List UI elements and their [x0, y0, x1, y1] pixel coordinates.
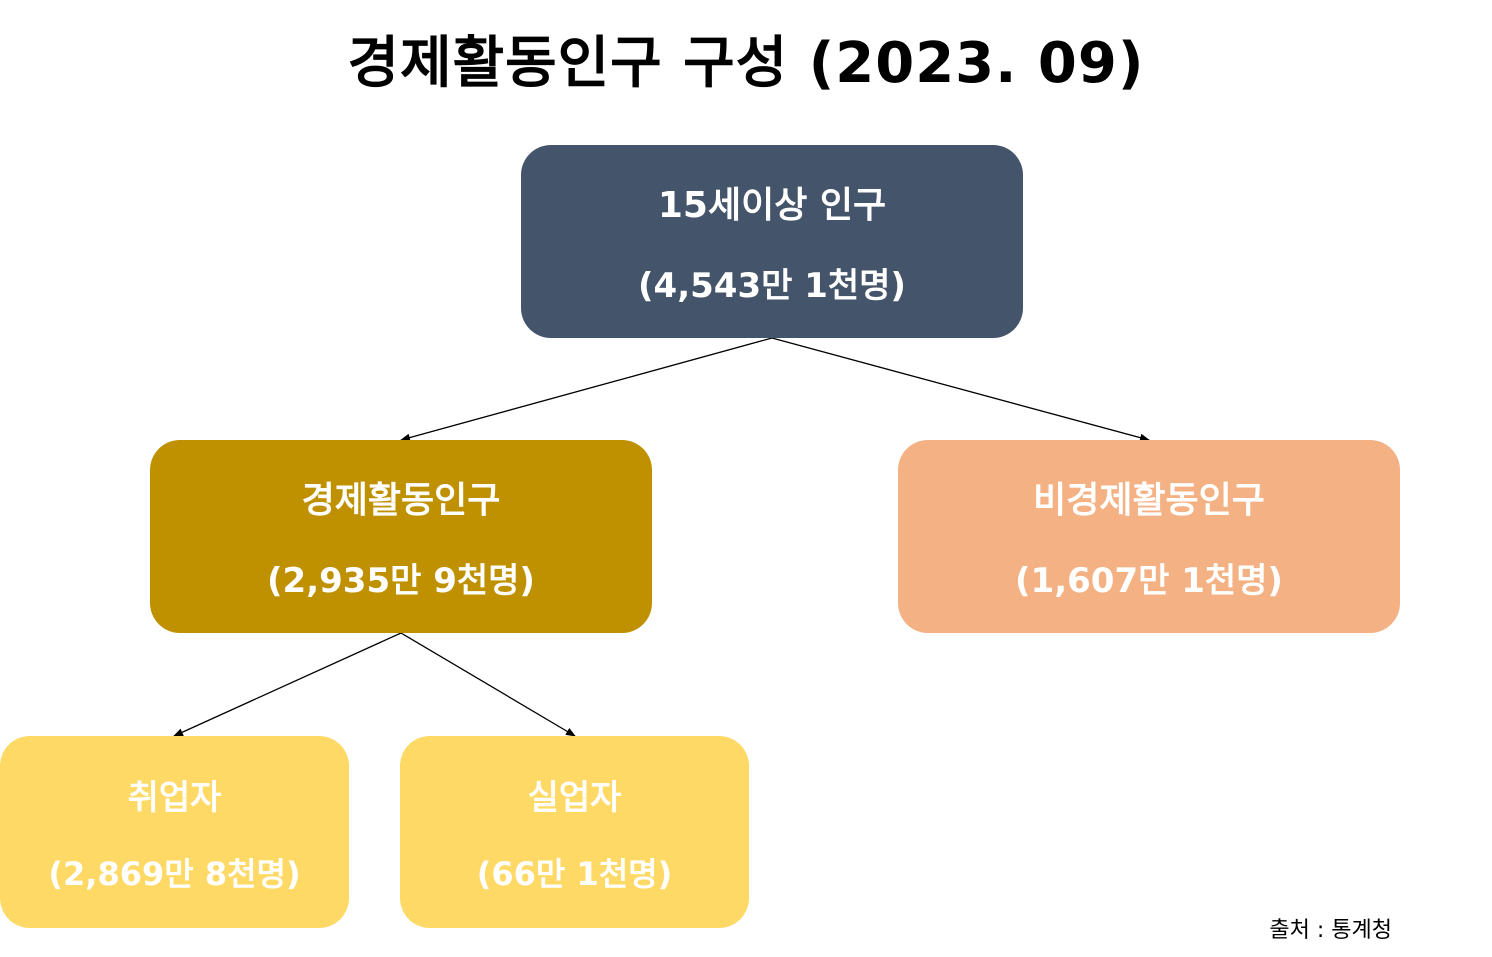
node-employed: 취업자 (2,869만 8천명) [0, 736, 349, 928]
connector-active-to-employed [173, 632, 402, 737]
node-population-15-plus: 15세이상 인구 (4,543만 1천명) [521, 145, 1023, 338]
source-note: 출처 : 통계청 [1269, 918, 1392, 943]
node-label: 실업자 [527, 777, 622, 818]
node-label: 15세이상 인구 [657, 185, 887, 226]
node-value: (4,543만 1천명) [638, 266, 906, 306]
node-label: 비경제활동인구 [1033, 480, 1265, 521]
connector-root-to-active [400, 337, 773, 442]
node-value: (1,607만 1천명) [1015, 561, 1283, 601]
node-unemployed: 실업자 (66만 1천명) [400, 736, 749, 928]
node-label: 경제활동인구 [301, 480, 501, 521]
node-value: (66만 1천명) [476, 854, 673, 893]
node-label: 취업자 [127, 777, 222, 818]
connector-root-to-inactive [771, 337, 1150, 442]
node-economically-active: 경제활동인구 (2,935만 9천명) [150, 440, 652, 633]
node-value: (2,935만 9천명) [267, 561, 535, 601]
node-value: (2,869만 8천명) [48, 854, 301, 893]
diagram-title: 경제활동인구 구성 (2023. 09) [347, 31, 1145, 96]
node-economically-inactive: 비경제활동인구 (1,607만 1천명) [898, 440, 1400, 633]
connector-active-to-unemployed [400, 632, 576, 737]
